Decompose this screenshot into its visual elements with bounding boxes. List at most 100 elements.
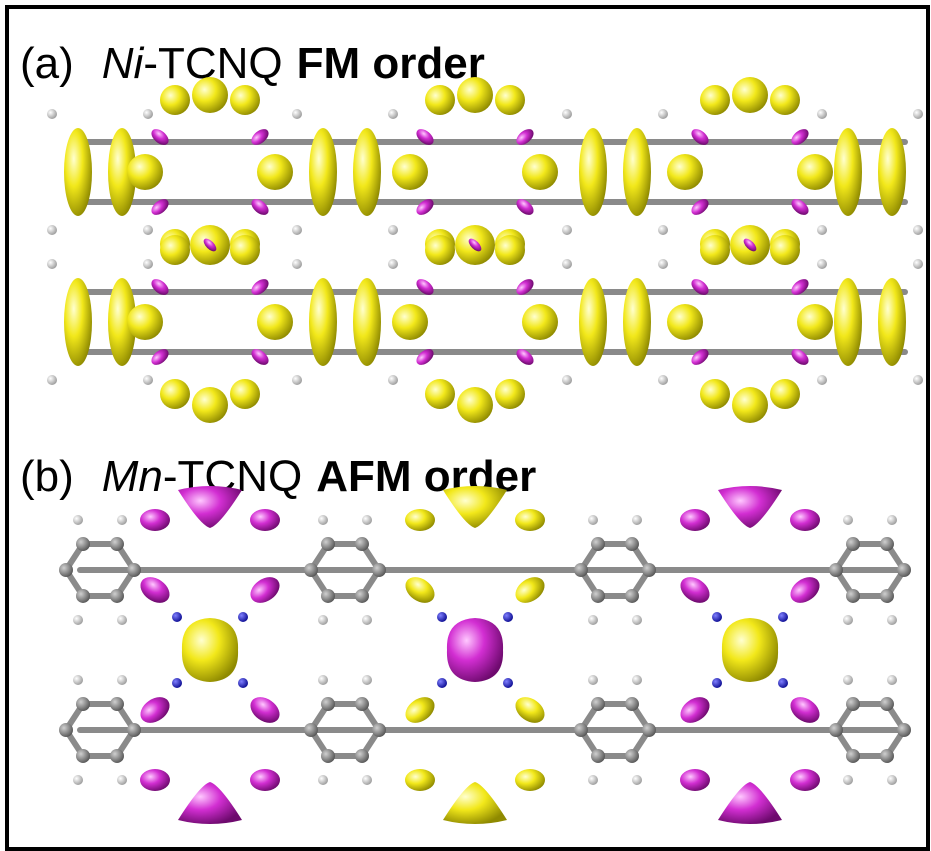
ligand-lobe (680, 577, 710, 603)
spin-up-lobe (700, 235, 730, 265)
spin-up-lobe (230, 379, 260, 409)
hydrogen-atom (588, 615, 598, 625)
hydrogen-atom (117, 675, 127, 685)
carbon-atom (897, 563, 911, 577)
carbon-atom (76, 537, 90, 552)
hydrogen-atom (588, 775, 598, 785)
hydrogen-atom (292, 109, 302, 119)
spin-down-lobe (791, 129, 809, 145)
ligand-lobe (140, 577, 170, 603)
ligand-lobe (790, 577, 820, 603)
spin-up-lobe (127, 304, 163, 340)
carbon-atom (591, 588, 605, 603)
hydrogen-atom (292, 259, 302, 269)
panel-a-metal: Ni (101, 39, 144, 88)
hydrogen-atom (562, 259, 572, 269)
carbon-atom (574, 723, 588, 737)
ligand-lobe (140, 697, 170, 723)
carbon-atom (591, 748, 605, 763)
carbon-atom (625, 748, 639, 763)
metal-spin-lobe (457, 77, 493, 113)
spin-down-lobe (151, 279, 169, 295)
spin-up-metal-lobe (721, 618, 779, 682)
hydrogen-atom (388, 375, 398, 385)
carbon-atom (880, 748, 894, 763)
spin-up-lobe (392, 304, 428, 340)
spin-up-lobe (230, 85, 260, 115)
hydrogen-atom (362, 675, 372, 685)
carbon-atom (591, 697, 605, 712)
spin-up-ring-lobe (309, 128, 337, 216)
metal-spin-lobe (192, 77, 228, 113)
spin-up-ring-lobe (64, 278, 92, 366)
carbon-atom (110, 697, 124, 712)
carbon-atom (76, 748, 90, 763)
spin-up-ring-lobe (309, 278, 337, 366)
ligand-lobe (680, 509, 710, 531)
carbon-atom (355, 588, 369, 603)
hydrogen-atom (73, 675, 83, 685)
spin-down-lobe (416, 349, 434, 365)
spin-down-lobe (691, 349, 709, 365)
hydrogen-atom (117, 775, 127, 785)
hydrogen-atom (632, 515, 642, 525)
hydrogen-atom (73, 515, 83, 525)
panel-a-spin-lobes (64, 77, 906, 423)
hydrogen-atom (887, 615, 897, 625)
spin-up-lobe (425, 85, 455, 115)
ligand-lobe (405, 577, 435, 603)
hydrogen-atom (562, 109, 572, 119)
hydrogen-atom (817, 259, 827, 269)
metal-d-lobe (743, 238, 757, 252)
metal-spin-lobe (732, 77, 768, 113)
hydrogen-atom (292, 375, 302, 385)
carbon-atom (321, 748, 335, 763)
spin-up-ring-lobe (878, 278, 906, 366)
carbon-atom (321, 697, 335, 712)
carbon-atom (372, 563, 386, 577)
ligand-lobe (515, 577, 545, 603)
hydrogen-atom (913, 259, 923, 269)
spin-up-lobe (700, 85, 730, 115)
spin-down-metal-lobe (446, 618, 504, 682)
hydrogen-atom (913, 375, 923, 385)
spin-up-lobe (667, 304, 703, 340)
hydrogen-atom (318, 675, 328, 685)
hydrogen-atom (73, 615, 83, 625)
carbon-atom (110, 748, 124, 763)
panel-b-label: (b) (20, 452, 74, 501)
spin-up-lobe (495, 379, 525, 409)
carbon-atom (880, 537, 894, 552)
spin-up-lobe (230, 235, 260, 265)
spin-up-ring-lobe (579, 278, 607, 366)
ligand-lobe (140, 509, 170, 531)
spin-down-lobe (251, 349, 269, 365)
nitrogen-atom (778, 678, 788, 688)
hydrogen-atom (143, 109, 153, 119)
carbon-atom (591, 537, 605, 552)
hydrogen-atom (632, 615, 642, 625)
ligand-lobe (250, 577, 280, 603)
spin-down-lobe (691, 129, 709, 145)
carbon-atom (76, 697, 90, 712)
spin-up-ring-lobe (64, 128, 92, 216)
spin-down-lobe (416, 279, 434, 295)
hydrogen-atom (388, 225, 398, 235)
carbon-atom (846, 748, 860, 763)
carbon-atom (76, 588, 90, 603)
spin-down-lobe (516, 129, 534, 145)
spin-down-lobe (151, 199, 169, 215)
hydrogen-atom (887, 775, 897, 785)
hydrogen-atom (562, 375, 572, 385)
spin-up-lobe (160, 379, 190, 409)
ligand-lobe (405, 697, 435, 723)
hydrogen-atom (843, 515, 853, 525)
carbon-atom (127, 723, 141, 737)
spin-up-lobe (770, 85, 800, 115)
carbon-atom (897, 723, 911, 737)
panel-b-atoms (59, 515, 911, 785)
spin-down-lobe (251, 129, 269, 145)
ligand-lobe (515, 509, 545, 531)
spin-down-lobe (251, 279, 269, 295)
hydrogen-atom (47, 225, 57, 235)
